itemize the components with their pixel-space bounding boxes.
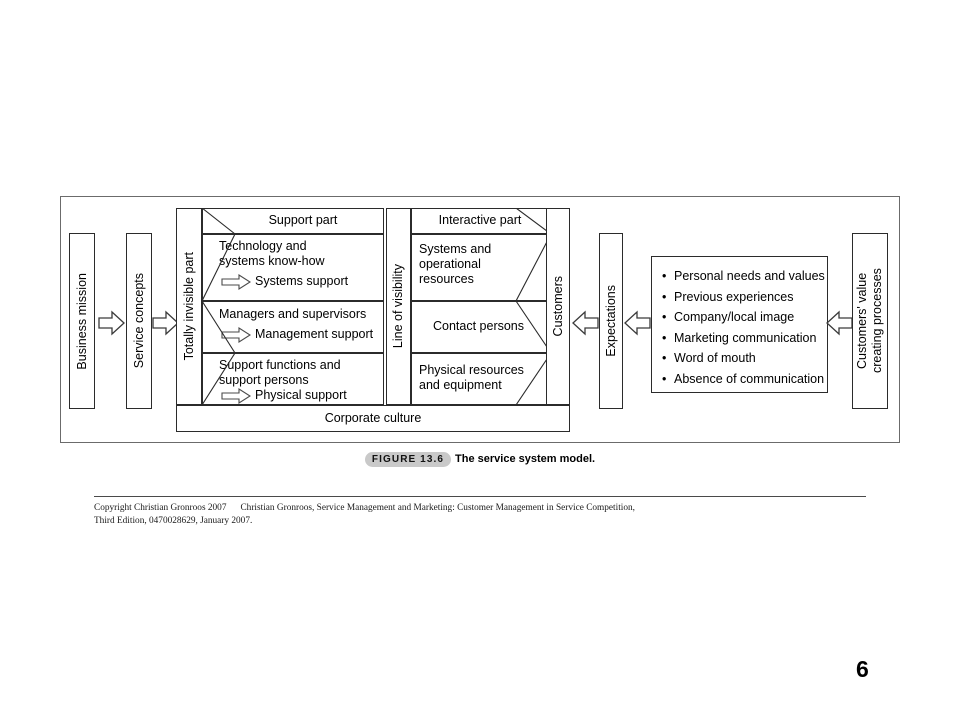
value-process-line2: creating processes	[870, 268, 884, 374]
business-mission-label: Business mission	[74, 272, 89, 370]
customers-column: Customers	[546, 208, 570, 405]
interactive-row-systems-line1: Systems and	[419, 242, 492, 256]
arrow-expectations-to-customers	[572, 310, 599, 336]
copyright-line1-b: Christian Gronroos, Service Management a…	[240, 503, 635, 513]
interactive-row-systems-line2: operational	[419, 257, 481, 271]
support-row-functions-arrow-label: Physical support	[255, 388, 347, 402]
list-item: Absence of communication	[662, 369, 824, 390]
copyright-notice: Copyright Christian Gronroos 2007 Christi…	[94, 502, 884, 528]
support-row-managers-arrow-label: Management support	[255, 327, 374, 341]
line-of-visibility-label: Line of visibility	[391, 264, 406, 349]
support-row-technology-title-line2: systems know-how	[219, 254, 325, 268]
arrow-mission-to-concepts	[98, 310, 125, 336]
footer-divider	[94, 496, 866, 497]
interactive-row-physical-line2: and equipment	[419, 378, 502, 392]
interactive-row-physical-line1: Physical resources	[419, 363, 524, 377]
service-concepts-label: Service concepts	[131, 273, 146, 369]
service-concepts-box: Service concepts	[126, 233, 152, 409]
customers-value-processes-label: Customers' value creating processes	[855, 236, 885, 406]
arrow-concepts-to-system	[152, 310, 179, 336]
page-number: 6	[856, 656, 869, 682]
totally-invisible-part-column: Totally invisible part	[176, 208, 202, 405]
totally-invisible-part-label: Totally invisible part	[181, 252, 196, 361]
interactive-row-contact-line1: Contact persons	[432, 319, 525, 333]
copyright-line2: Third Edition, 0470028629, January 2007.	[94, 516, 253, 526]
support-part-header-label: Support part	[268, 213, 338, 227]
interactive-row-systems-line3: resources	[419, 272, 474, 286]
business-mission-box: Business mission	[69, 233, 95, 409]
corporate-culture-label: Corporate culture	[324, 411, 422, 425]
support-row-technology-arrow-label: Systems support	[255, 274, 349, 288]
figure-caption-text: The service system model.	[455, 453, 596, 466]
systems-support-arrow-icon	[221, 274, 251, 290]
list-item: Marketing communication	[662, 328, 821, 349]
management-support-arrow-icon	[221, 327, 251, 343]
support-row-functions-title-line1: Support functions and	[219, 358, 341, 372]
expectations-box: Expectations	[599, 233, 623, 409]
corporate-culture-bar	[176, 405, 570, 432]
customers-label: Customers	[550, 276, 565, 337]
figure-number-pill: FIGURE 13.6	[364, 452, 452, 467]
copyright-line1-a: Copyright Christian Gronroos 2007	[94, 503, 227, 513]
arrow-influences-to-expectations	[624, 310, 651, 336]
value-process-line1: Customers' value	[855, 272, 870, 370]
customers-value-processes-box: Customers' value creating processes	[852, 233, 888, 409]
line-of-visibility-column: Line of visibility	[386, 208, 411, 405]
support-row-managers-title-line1: Managers and supervisors	[219, 307, 367, 321]
physical-support-arrow-icon	[221, 388, 251, 404]
support-row-technology-title-line1: Technology and	[219, 239, 307, 253]
list-item: Personal needs and values	[662, 266, 825, 287]
figure-outer-frame	[60, 196, 900, 443]
list-item: Word of mouth	[662, 348, 821, 369]
expectations-label: Expectations	[603, 285, 618, 357]
influences-list: Personal needs and values Previous exper…	[660, 266, 825, 390]
influences-list-box: Personal needs and values Previous exper…	[651, 256, 828, 393]
interactive-part-header-label: Interactive part	[438, 213, 522, 227]
list-item: Previous experiences	[662, 287, 821, 308]
support-row-functions-title-line2: support persons	[219, 373, 309, 387]
arrow-value-process-to-influences	[826, 310, 853, 336]
list-item: Company/local image	[662, 307, 821, 328]
